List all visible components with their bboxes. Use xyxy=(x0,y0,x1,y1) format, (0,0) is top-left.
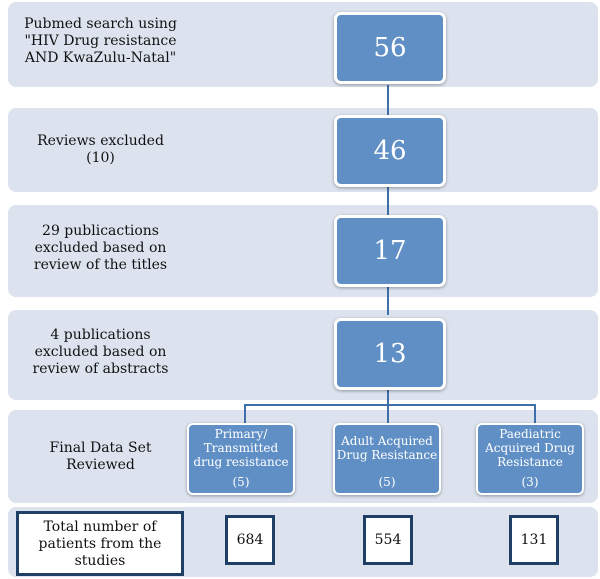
connector-1-2 xyxy=(387,85,389,115)
row-1-label: Pubmed search using "HIV Drug resistance… xyxy=(24,16,177,66)
row-band-4 xyxy=(8,310,598,400)
row-band-2 xyxy=(8,108,598,192)
branch-horizontal-line xyxy=(244,404,536,406)
category-box-paediatric-acquired: Paediatric Acquired Drug Resistance (3) xyxy=(476,423,584,495)
row-band-1 xyxy=(8,2,598,87)
row-4-label: 4 publications excluded based on review … xyxy=(32,327,169,377)
count-box-after-titles: 17 xyxy=(334,215,446,287)
count-box-after-abstracts: 13 xyxy=(334,318,446,390)
total-value-adult: 554 xyxy=(363,515,413,565)
final-data-set-label: Final Data Set Reviewed xyxy=(49,440,152,473)
count-box-after-reviews: 46 xyxy=(334,115,446,187)
category-box-primary-transmitted: Primary/ Transmitted drug resistance (5) xyxy=(187,423,295,495)
category-count: (5) xyxy=(232,475,250,489)
row-2-label: Reviews excluded (10) xyxy=(37,133,164,166)
connector-3-4 xyxy=(387,285,389,315)
branch-drop-left xyxy=(244,404,246,423)
row-3-label: 29 publicactions excluded based on revie… xyxy=(33,223,168,273)
category-count: (3) xyxy=(521,475,539,489)
connector-2-3 xyxy=(387,185,389,215)
category-box-adult-acquired: Adult Acquired Drug Resistance (5) xyxy=(333,423,441,495)
branch-drop-right xyxy=(534,404,536,423)
total-value-paediatric: 131 xyxy=(509,515,559,565)
total-value-primary: 684 xyxy=(225,515,275,565)
category-count: (5) xyxy=(378,475,396,489)
connector-4-split xyxy=(387,385,389,405)
total-patients-label-box: Total number of patients from the studie… xyxy=(16,511,184,576)
row-band-3 xyxy=(8,205,598,297)
count-box-search: 56 xyxy=(334,12,446,84)
branch-drop-middle xyxy=(387,404,389,423)
